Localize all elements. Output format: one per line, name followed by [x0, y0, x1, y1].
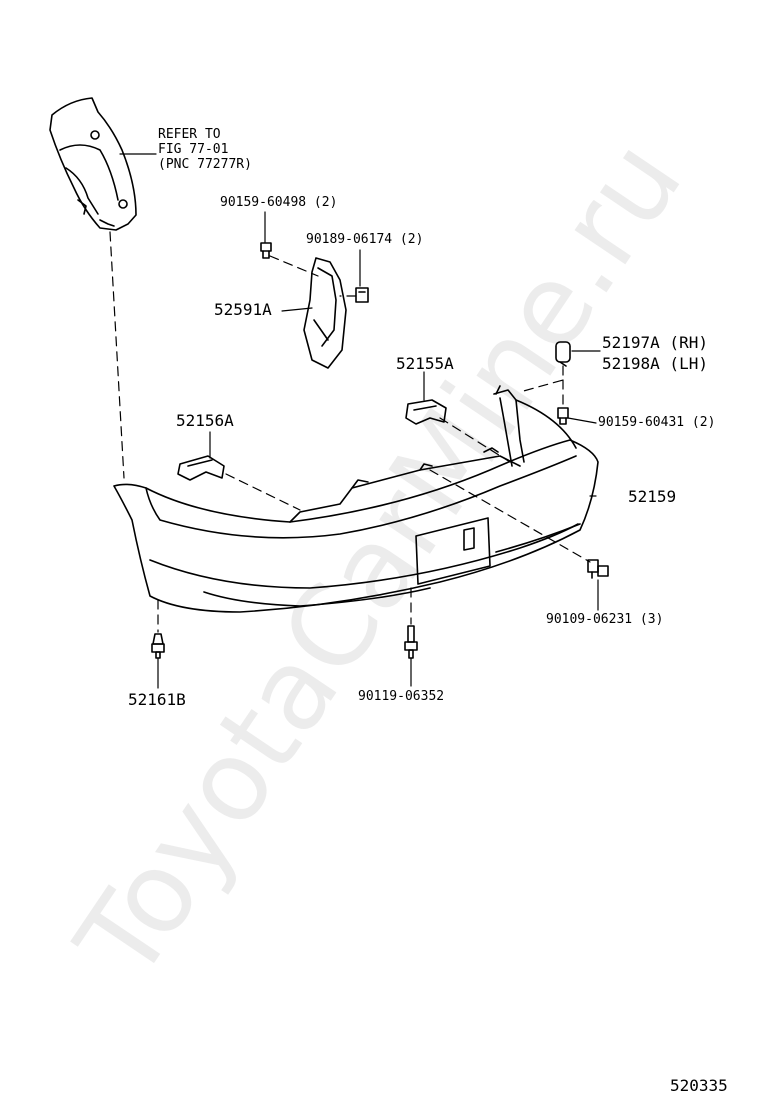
label-90159-60498: 90159-60498 (2) [220, 195, 338, 210]
figure-number: 520335 [670, 1076, 728, 1095]
bumper-cover-52159 [113, 385, 599, 613]
bracket-52591A [303, 257, 347, 369]
bracket-52156A [177, 455, 225, 481]
fender-liner-part [49, 97, 137, 231]
label-90109-06231: 90109-06231 (3) [546, 612, 664, 627]
reference-line-1: REFER TO [158, 127, 221, 142]
label-52159: 52159 [628, 487, 677, 506]
assembly-dashed-lines [109, 231, 591, 633]
bracket-52155A [405, 399, 447, 425]
reference-line-2: FIG 77-01 [158, 141, 229, 157]
label-90119-06352: 90119-06352 [358, 689, 445, 704]
label-52197A: 52197A (RH) [602, 333, 708, 352]
label-90159-60431: 90159-60431 (2) [598, 415, 716, 430]
leader-lines [119, 153, 601, 689]
clip-52197A [555, 341, 571, 367]
label-90189-06174: 90189-06174 (2) [306, 232, 424, 247]
label-52591A: 52591A [214, 300, 272, 319]
reference-line-3: (PNC 77277R) [158, 156, 252, 172]
screw-90159-60431 [557, 407, 569, 425]
label-52198A: 52198A (LH) [602, 354, 708, 373]
clip-52161B [151, 633, 165, 659]
bolt-90119-06352 [404, 625, 418, 659]
screw-90159-60498 [260, 242, 272, 259]
screw-90109-06231 [587, 559, 609, 579]
clip-90189-06174 [355, 287, 369, 303]
label-52156A: 52156A [176, 411, 234, 430]
label-52155A: 52155A [396, 354, 454, 373]
label-52161B: 52161B [128, 690, 186, 709]
reference-note: REFER TO FIG 77-01 (PNC 77277R) [158, 127, 252, 173]
